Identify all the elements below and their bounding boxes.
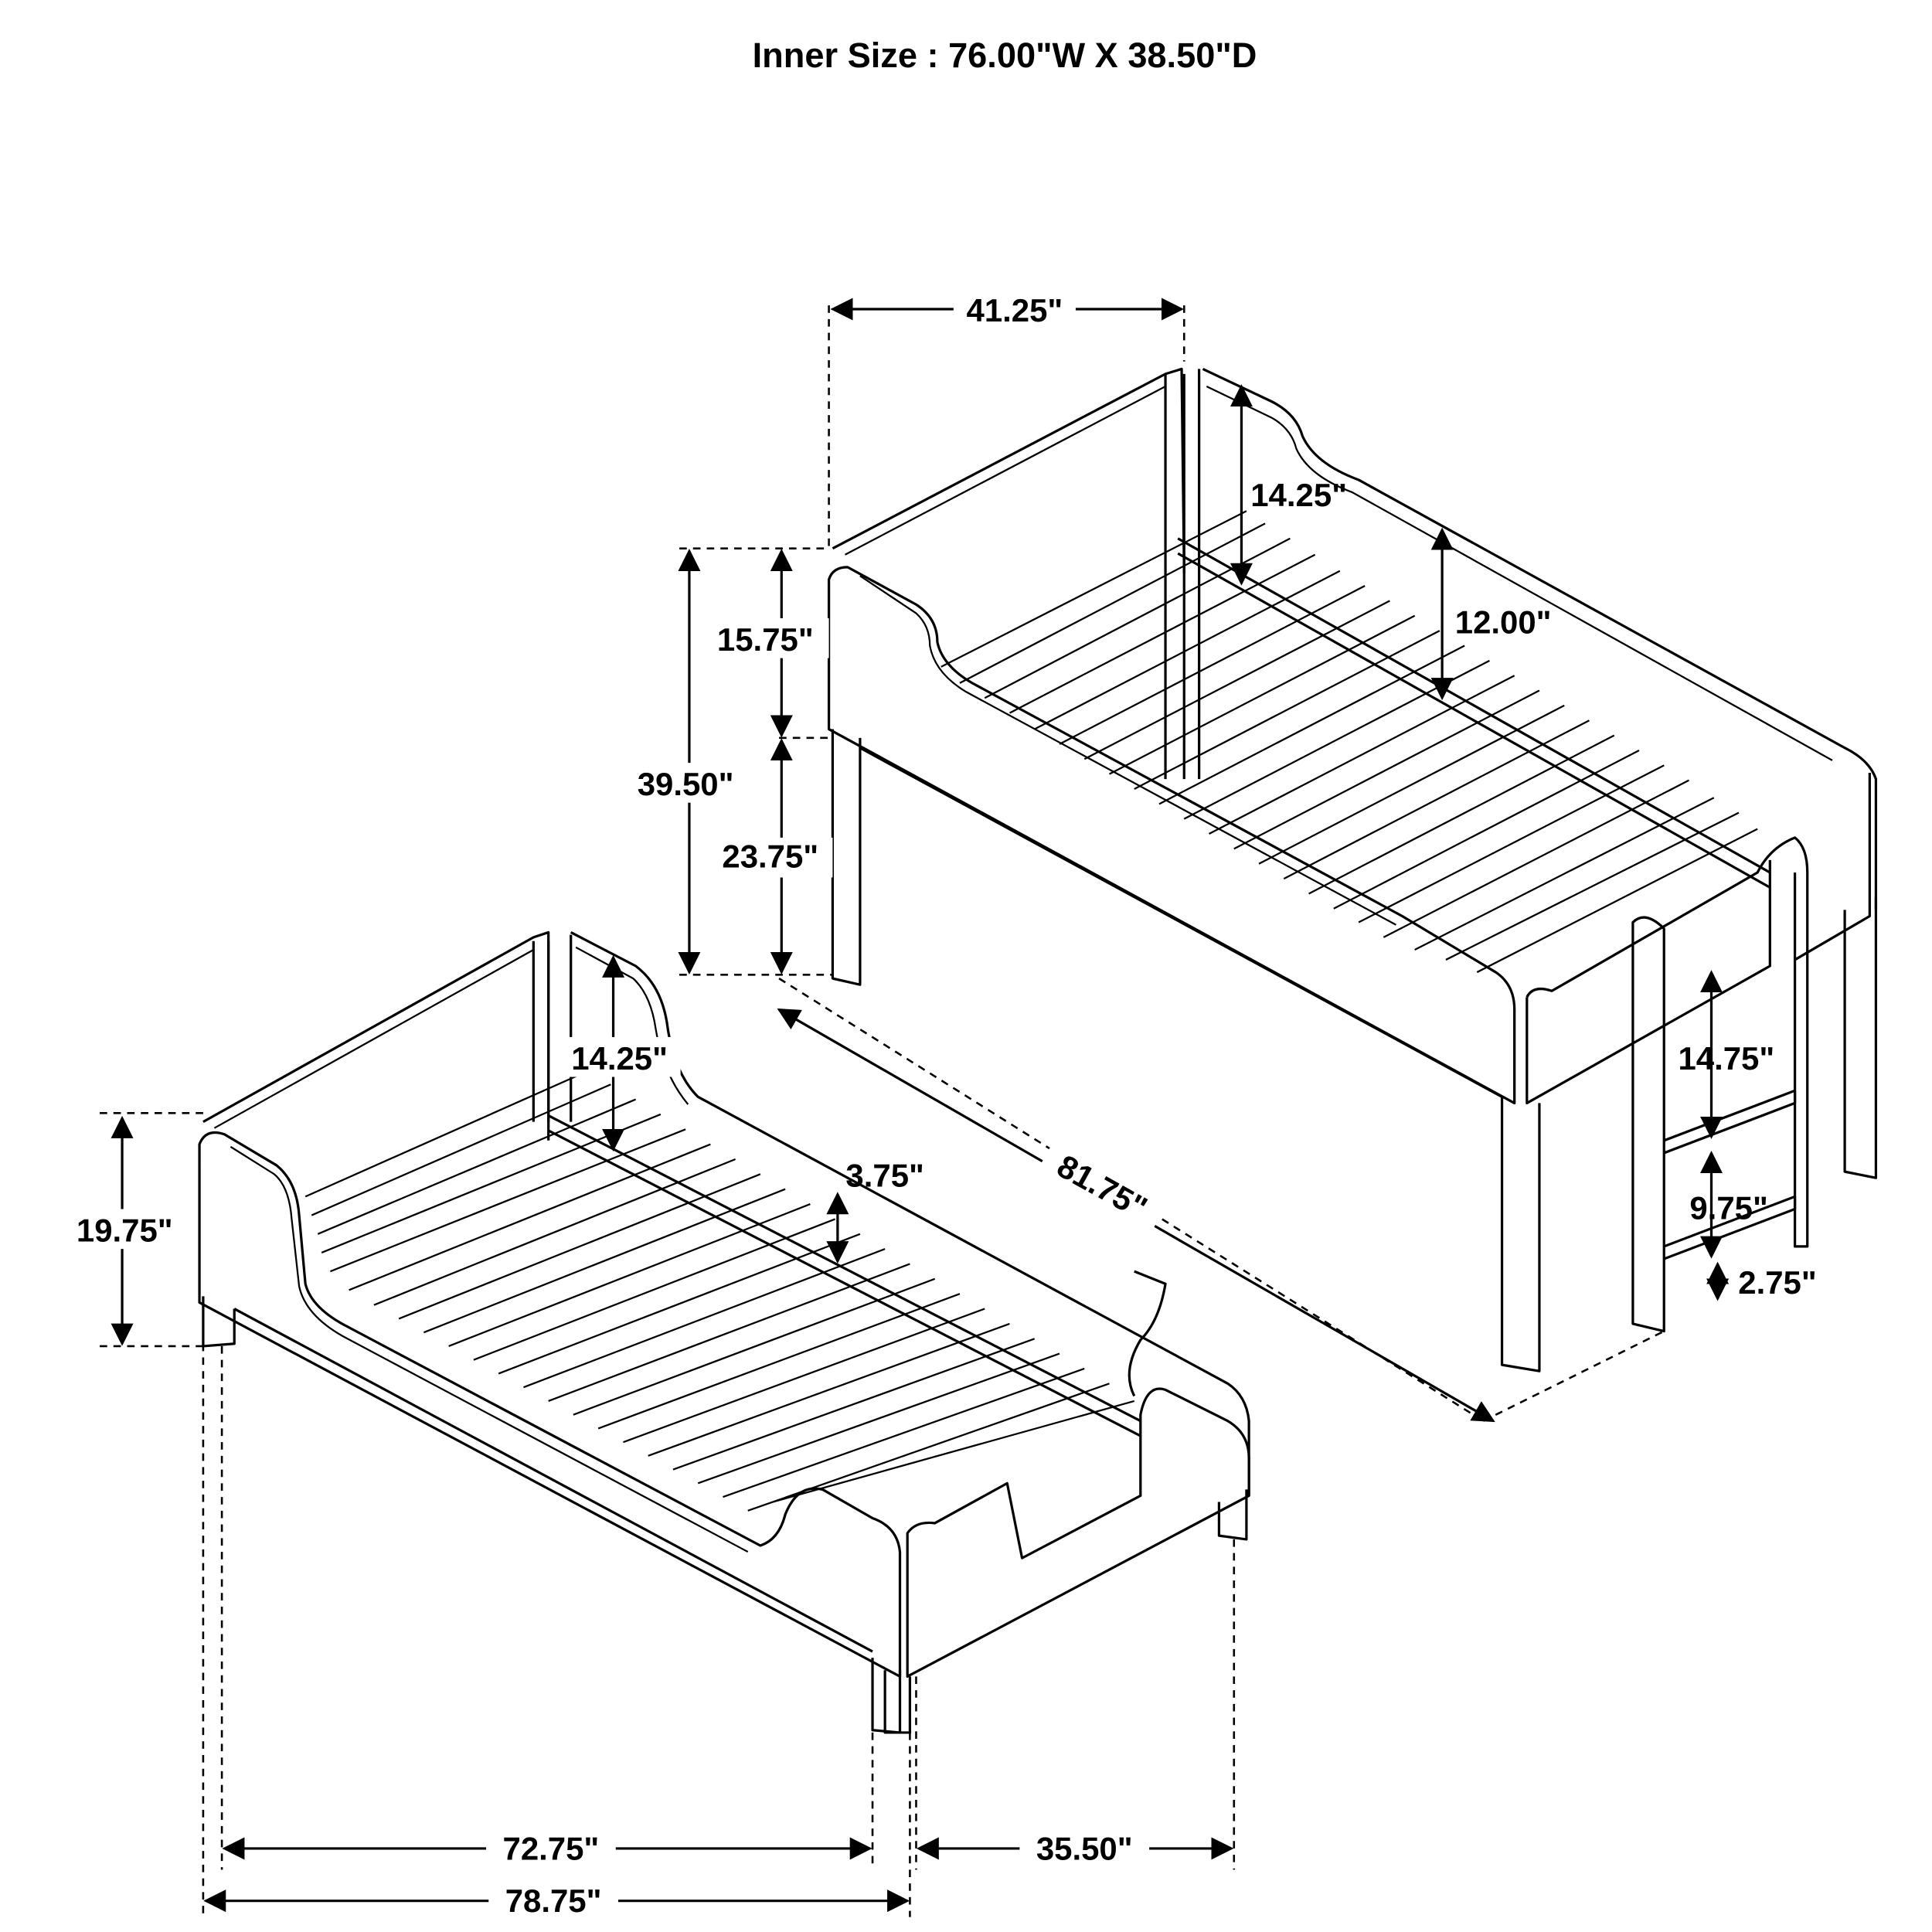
inner-size-title: Inner Size : 76.00"W X 38.50"D: [753, 36, 1257, 75]
ladder-step-2-label: 9.75": [1689, 1189, 1767, 1226]
lower-bed-drawing: [198, 930, 1250, 1734]
ladder-bottom-label: 2.75": [1738, 1264, 1816, 1301]
loft-bed-dimensions: 41.25" 14.25" 12.00" 15.75" 39.50" 23.75…: [623, 289, 1817, 1423]
loft-rail-height-label: 14.25": [1250, 477, 1347, 513]
loft-headboard-height-label: 15.75": [717, 621, 814, 658]
lower-total-length-label: 78.75": [505, 1883, 602, 1919]
loft-total-height-label: 39.50": [638, 766, 734, 802]
lower-width-label: 35.50": [1036, 1830, 1133, 1866]
loft-width-label: 41.25": [967, 292, 1063, 328]
lower-total-height-label: 19.75": [77, 1212, 173, 1248]
lower-bed-dimensions: 19.75" 14.25" 3.75" 72.75" 35.50" 78.75": [60, 954, 1236, 1920]
lower-slat-drop-label: 3.75": [845, 1157, 923, 1193]
loft-bed-drawing: [827, 367, 1878, 1372]
lower-inner-length-label: 72.75": [503, 1830, 600, 1866]
loft-clearance-height-label: 23.75": [722, 838, 818, 875]
loft-length-label: 81.75": [1051, 1148, 1153, 1226]
loft-inner-rail-height-label: 12.00": [1455, 604, 1552, 640]
ladder-step-1-label: 14.75": [1678, 1040, 1774, 1077]
lower-rail-height-label: 14.25": [571, 1040, 668, 1077]
